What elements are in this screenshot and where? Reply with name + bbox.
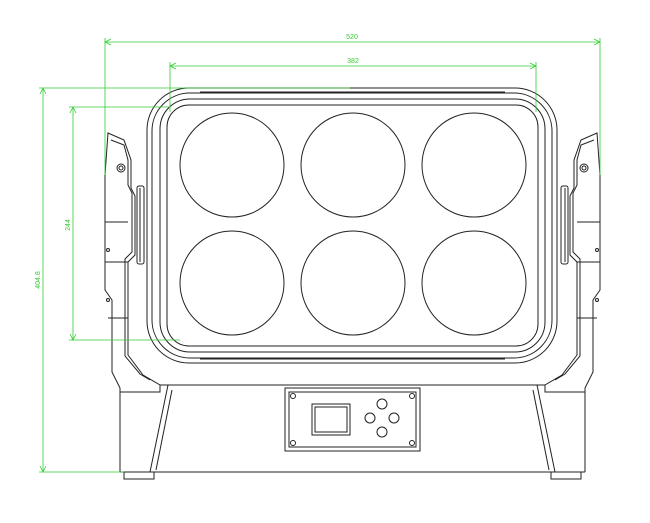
- panel-screw: [290, 440, 296, 446]
- label-head-width: 382: [347, 58, 359, 65]
- lens-frame: [166, 104, 539, 347]
- right-yoke-bolt: [579, 163, 589, 173]
- lcd-screen: [311, 403, 351, 436]
- fixture-base: [119, 384, 586, 480]
- control-panel: [284, 387, 421, 452]
- dimension-overall-height: [39, 87, 350, 473]
- fixture-outline: [104, 87, 601, 480]
- right-yoke-arm: [544, 132, 601, 393]
- label-overall-height: 404.8: [35, 271, 42, 289]
- right-tilt-knob: [560, 185, 569, 265]
- lens-top-left: [179, 112, 285, 218]
- panel-screw: [409, 393, 415, 399]
- left-yoke-bolt: [116, 163, 126, 173]
- lens-bottom-left: [179, 230, 285, 336]
- dimension-head-width: [169, 62, 537, 112]
- dimension-overall-width: [104, 38, 601, 175]
- button-right: [388, 412, 400, 424]
- panel-screw: [290, 393, 296, 399]
- dimension-head-height: [69, 106, 180, 341]
- button-down: [376, 426, 388, 438]
- dimension-lines: [39, 38, 601, 473]
- lens-bottom-right: [421, 230, 527, 336]
- lens-bottom-center: [300, 230, 406, 336]
- panel-screw: [409, 440, 415, 446]
- lens-top-center: [300, 112, 406, 218]
- button-left: [364, 412, 376, 424]
- lens-array: [179, 112, 527, 336]
- lens-top-right: [421, 112, 527, 218]
- left-yoke-arm: [104, 132, 161, 393]
- dimension-labels: 520 382 244 404.8: [35, 34, 359, 289]
- label-head-height: 244: [65, 219, 72, 231]
- right-foot: [550, 471, 582, 480]
- left-tilt-knob: [136, 185, 145, 265]
- head-housing: [146, 87, 558, 364]
- left-foot: [123, 471, 155, 480]
- label-overall-width: 520: [346, 34, 358, 41]
- button-up: [376, 398, 388, 410]
